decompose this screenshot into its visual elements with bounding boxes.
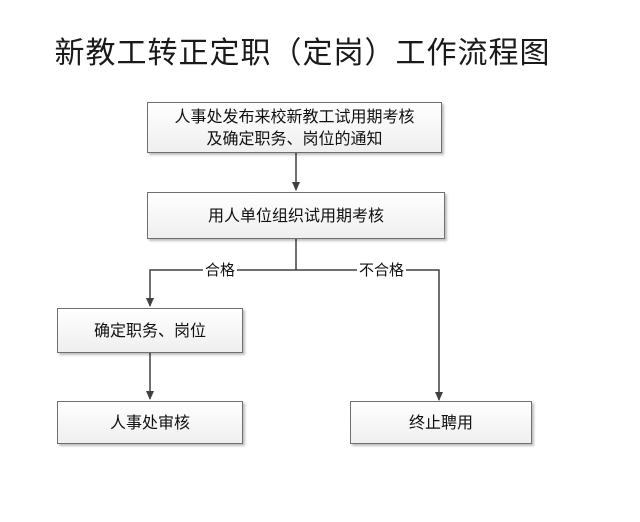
node-confirm-label: 确定职务、岗位 bbox=[93, 320, 206, 340]
node-terminate: 终止聘用 bbox=[350, 401, 532, 444]
arrow-fail-branch bbox=[296, 269, 443, 401]
node-review: 人事处审核 bbox=[57, 401, 243, 444]
edge-label-pass: 合格 bbox=[203, 261, 238, 279]
node-notify: 人事处发布来校新教工试用期考核 及确定职务、岗位的通知 bbox=[147, 102, 442, 153]
edge-label-fail: 不合格 bbox=[357, 261, 407, 279]
arrow-pass-branch bbox=[146, 269, 296, 307]
page-title: 新教工转正定职（定岗）工作流程图 bbox=[54, 36, 551, 71]
node-terminate-label: 终止聘用 bbox=[408, 412, 473, 432]
node-notify-line1: 人事处发布来校新教工试用期考核 bbox=[174, 106, 415, 126]
node-confirm: 确定职务、岗位 bbox=[57, 308, 243, 353]
node-review-label: 人事处审核 bbox=[109, 412, 190, 432]
node-notify-line2: 及确定职务、岗位的通知 bbox=[206, 128, 383, 148]
node-assess: 用人单位组织试用期考核 bbox=[147, 192, 445, 239]
node-assess-label: 用人单位组织试用期考核 bbox=[207, 205, 384, 225]
